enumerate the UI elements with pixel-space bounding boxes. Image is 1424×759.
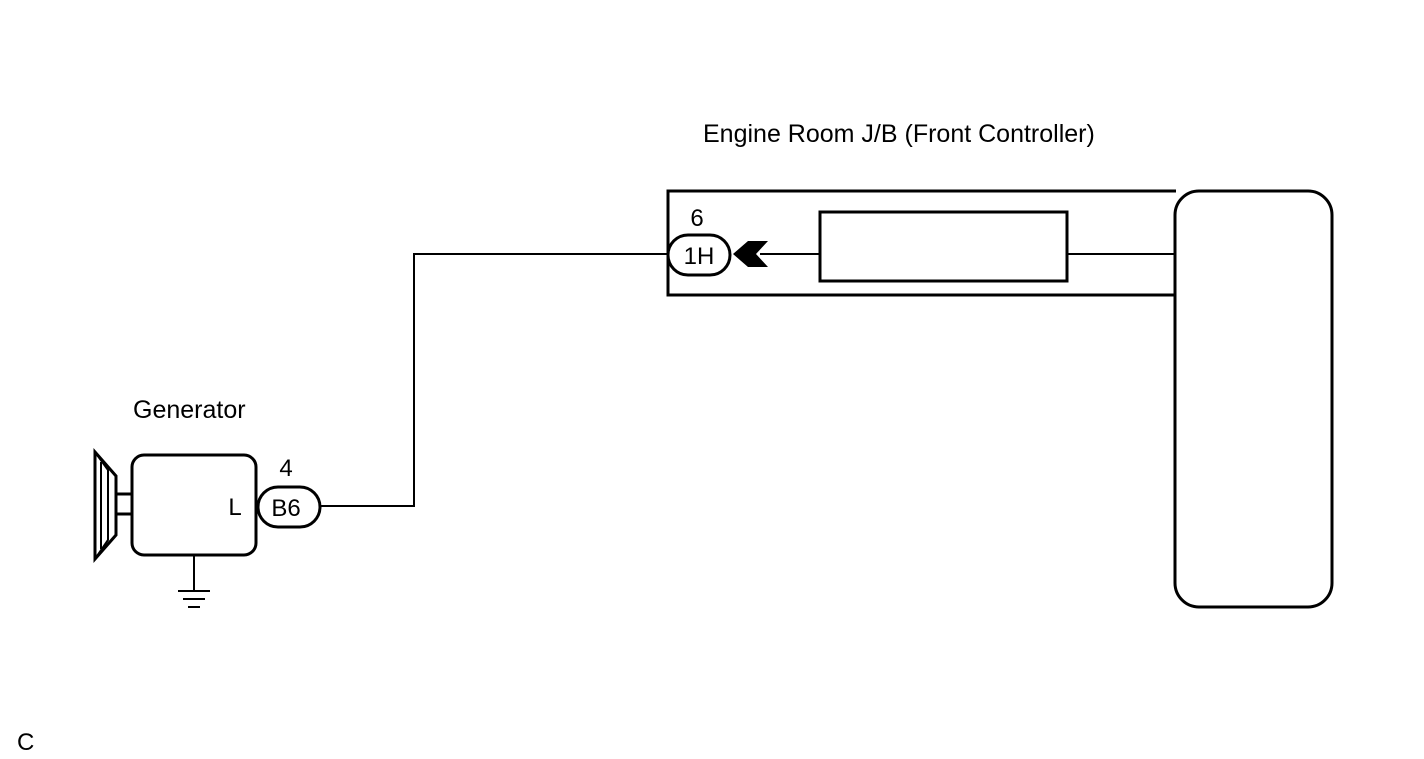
connector-b6-pin: 4 (279, 455, 292, 482)
ground-icon (178, 555, 210, 608)
figure-code: C (17, 729, 34, 756)
junction-block-frame (666, 189, 1176, 297)
generator-title: Generator (133, 396, 246, 424)
internal-module-box (818, 210, 1069, 283)
junction-block-title: Engine Room J/B (Front Controller) (703, 120, 1095, 148)
generator-terminal-label: L (228, 494, 241, 521)
connector-b6-oval (256, 485, 322, 529)
connector-b6-label: B6 (271, 495, 300, 522)
connector-1h-label: 1H (684, 243, 715, 270)
front-controller-box (1173, 189, 1334, 609)
connector-arrow-icon (733, 241, 768, 267)
connector-1h-pin: 6 (690, 205, 703, 232)
pulley-icon (93, 448, 132, 563)
main-wire (320, 253, 668, 507)
